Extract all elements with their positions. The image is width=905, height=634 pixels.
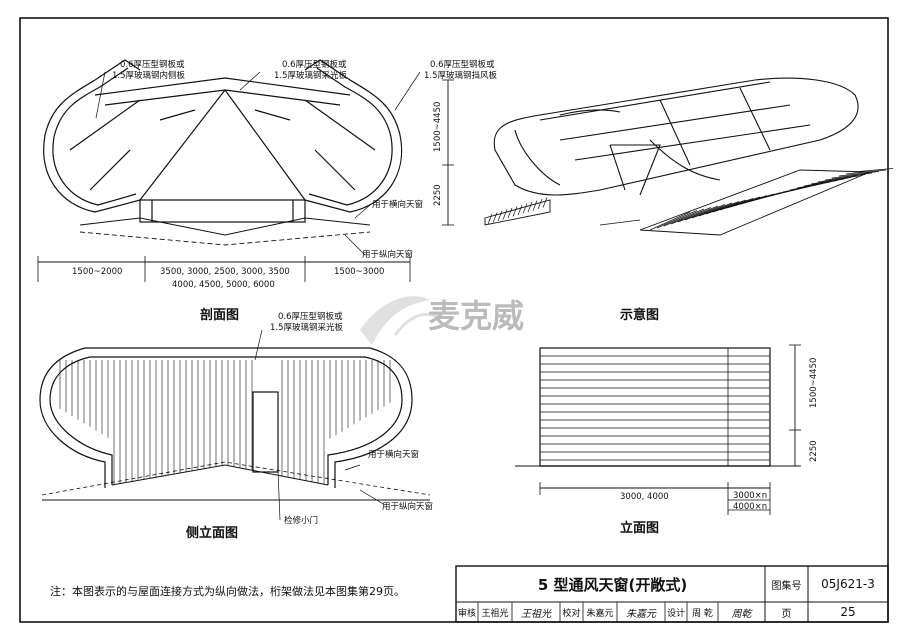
section-label-longitudinal: 用于纵向天窗 [362, 250, 414, 260]
side-elevation-hatch [59, 360, 391, 485]
section-right-lobe [304, 59, 403, 213]
schematic-view [484, 77, 871, 236]
side-label-door: 检修小门 [284, 516, 319, 526]
review-label: 审核 [457, 608, 476, 619]
elevation-dim-right-1: 3000×n [733, 491, 768, 501]
elevation-dim-height: 1500~4450 [809, 357, 819, 408]
section-left-lobe [43, 59, 141, 213]
atlas-label: 图集号 [771, 580, 802, 592]
section-callout-1b: 1.5厚玻璃钢内侧板 [112, 71, 186, 81]
design-label: 设计 [666, 608, 685, 619]
section-view-caption: 剖面图 [200, 308, 240, 323]
elevation-dim-base: 2250 [809, 440, 819, 462]
section-callout-2b: 1.5厚玻璃钢采光板 [274, 71, 348, 81]
section-dim-left: 1500~2000 [72, 267, 123, 277]
elevation-dim-right-2: 4000×n [733, 502, 768, 512]
page-label: 页 [781, 608, 792, 620]
designer-signature: 周乾 [731, 608, 752, 620]
title-block [455, 565, 889, 623]
designer-name: 周 乾 [692, 608, 713, 619]
checker-name: 朱嘉元 [586, 608, 614, 619]
section-view [37, 59, 454, 282]
sheet-border [19, 17, 889, 623]
page-number: 25 [840, 605, 856, 619]
section-dim-base: 2250 [433, 184, 443, 206]
maintenance-door [252, 391, 279, 473]
section-dim-right: 1500~3000 [334, 267, 385, 277]
side-elevation-caption: 侧立面图 [186, 526, 239, 541]
side-callout-1a: 0.6厚压型钢板或 [278, 312, 343, 322]
side-label-longitudinal: 用于纵向天窗 [382, 502, 434, 512]
drawing-note: 注：本图表示的与屋面连接方式为纵向做法，桁架做法见本图集第29页。 [50, 585, 405, 598]
section-callout-1a: 0.6厚压型钢板或 [120, 60, 185, 70]
section-callout-3b: 1.5厚玻璃钢挡风板 [424, 71, 498, 81]
section-dim-middle-2: 4000, 4500, 5000, 6000 [172, 280, 275, 290]
watermark-text: 麦克威 [428, 297, 525, 335]
front-elevation-panels [540, 348, 770, 466]
section-label-lateral: 用于横向天窗 [372, 200, 424, 210]
reviewer-name: 王祖光 [481, 608, 509, 619]
watermark-logo [360, 296, 441, 345]
front-elevation-view [515, 344, 801, 515]
check-label: 校对 [562, 608, 581, 619]
section-dim-height: 1500~4450 [433, 101, 443, 152]
elevation-caption: 立面图 [620, 521, 660, 536]
elevation-dim-width: 3000, 4000 [620, 492, 669, 502]
checker-signature: 朱嘉元 [626, 608, 656, 620]
side-callout-1b: 1.5厚玻璃钢采光板 [270, 323, 344, 333]
atlas-number: 05J621-3 [821, 577, 875, 591]
section-callout-2a: 0.6厚压型钢板或 [282, 60, 347, 70]
side-label-lateral: 用于横向天窗 [368, 450, 420, 460]
section-callout-3a: 0.6厚压型钢板或 [430, 60, 495, 70]
section-dim-middle-1: 3500, 3000, 2500, 3000, 3500 [160, 267, 290, 277]
reviewer-signature: 王祖光 [521, 608, 551, 620]
title-block-title: 5 型通风天窗(开敞式) [537, 575, 688, 594]
schematic-ribs [487, 168, 894, 231]
side-elevation-view [39, 329, 431, 521]
schematic-view-caption: 示意图 [620, 308, 660, 323]
